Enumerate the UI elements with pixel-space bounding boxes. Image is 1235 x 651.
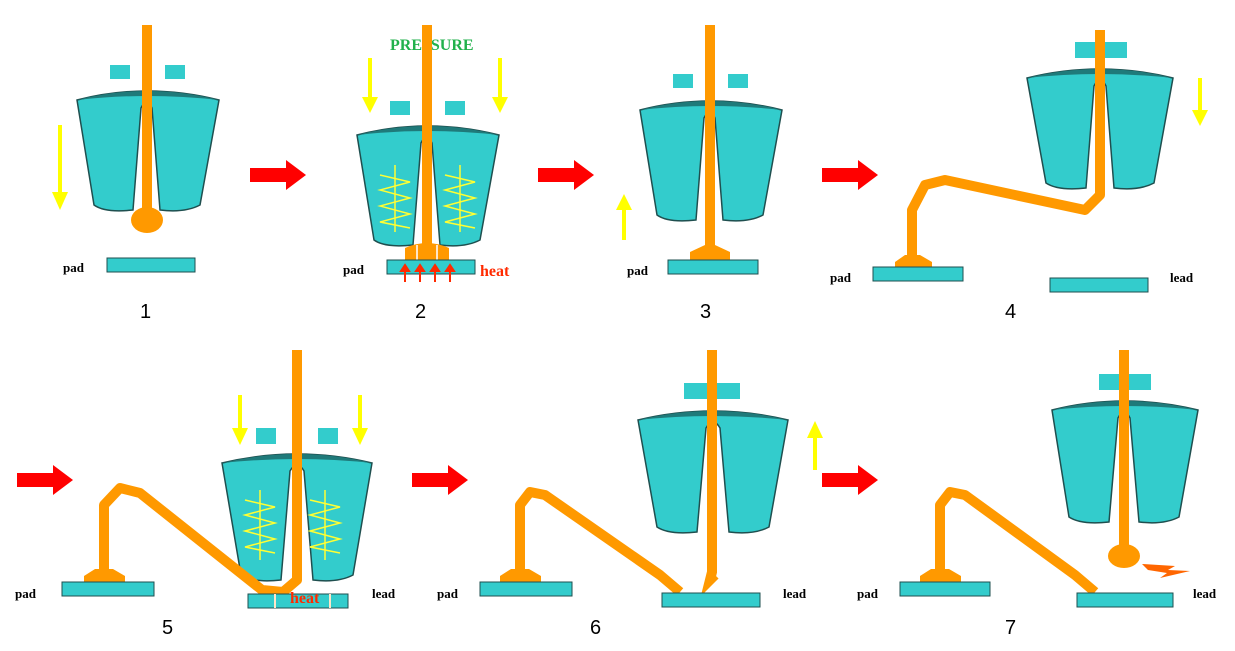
step-arrow-icon	[538, 160, 594, 190]
ball-bond	[500, 569, 541, 582]
pad	[667, 259, 759, 275]
bond-wire	[935, 487, 1099, 596]
lead	[1076, 592, 1174, 608]
free-air-ball	[131, 207, 163, 233]
pad-label: pad	[15, 586, 37, 601]
step-arrow-icon	[822, 160, 878, 190]
step-1: pad 1	[52, 25, 220, 323]
lead-label: lead	[372, 586, 396, 601]
bond-wire	[1119, 350, 1129, 550]
pad-label: pad	[857, 586, 879, 601]
arrow-up-icon	[807, 421, 823, 470]
pad-label: pad	[627, 263, 649, 278]
ball-bond	[920, 569, 961, 582]
squashed-ball	[405, 243, 449, 260]
pad	[872, 266, 964, 282]
pad	[479, 581, 573, 597]
pad	[899, 581, 991, 597]
step-arrow-icon	[17, 465, 73, 495]
wire-clamp-left	[390, 101, 410, 115]
bond-wire	[705, 25, 715, 245]
arrow-down-icon	[232, 395, 248, 445]
arrow-down-icon	[1192, 78, 1208, 126]
heat-label: heat	[480, 263, 510, 280]
lead	[1049, 277, 1149, 293]
lead	[247, 593, 349, 609]
pad-label: pad	[830, 270, 852, 285]
ultrasonic-vibration-icon	[377, 165, 478, 232]
heat-label: heat	[290, 590, 320, 607]
lead	[661, 592, 761, 608]
step-number: 3	[700, 301, 711, 323]
ball-bond	[84, 569, 125, 582]
ball-bond	[690, 245, 730, 260]
heat-arrows-icon	[399, 263, 456, 282]
lead-label: lead	[1193, 586, 1217, 601]
arrow-up-icon	[616, 194, 632, 240]
arrow-down-icon	[352, 395, 368, 445]
wire-clamp-left	[110, 65, 130, 79]
step-3: pad 3	[616, 25, 783, 323]
bond-wire	[515, 487, 684, 596]
step-7: pad lead 7	[857, 350, 1217, 639]
wire-clamp-right	[165, 65, 185, 79]
wire-clamp-left	[256, 428, 276, 444]
step-arrow-icon	[412, 465, 468, 495]
lead-label: lead	[783, 586, 807, 601]
wire-clamp-right	[318, 428, 338, 444]
pad-label: pad	[343, 262, 365, 277]
pad	[61, 581, 155, 597]
arrow-down-icon	[362, 58, 378, 113]
step-number: 4	[1005, 301, 1016, 323]
pad	[106, 257, 196, 273]
step-2: PRESSURE	[343, 25, 510, 323]
step-number: 7	[1005, 617, 1016, 639]
step-5: heat pad lead 5	[15, 350, 396, 639]
step-number: 2	[415, 301, 426, 323]
pad-label: pad	[437, 586, 459, 601]
step-number: 1	[140, 301, 151, 323]
arrow-down-icon	[52, 125, 68, 210]
step-number: 6	[590, 617, 601, 639]
pad-label: pad	[63, 260, 85, 275]
step-arrow-icon	[250, 160, 306, 190]
spark-icon	[1142, 564, 1190, 578]
bond-wire	[422, 25, 432, 255]
bond-wire	[142, 25, 152, 210]
step-number: 5	[162, 617, 173, 639]
lead-label: lead	[1170, 270, 1194, 285]
step-4: pad lead 4	[830, 30, 1208, 323]
step-6: pad lead 6	[437, 350, 823, 639]
ultrasonic-vibration-icon	[242, 490, 343, 560]
arrow-down-icon	[492, 58, 508, 113]
bond-wire	[99, 350, 302, 597]
wire-clamp-right	[445, 101, 465, 115]
wire-clamp-right	[728, 74, 748, 88]
step-arrow-icon	[822, 465, 878, 495]
bond-wire	[907, 30, 1105, 260]
free-air-ball	[1108, 544, 1140, 568]
wire-clamp-left	[673, 74, 693, 88]
bond-wire-tail	[700, 350, 719, 597]
ball-bond	[895, 255, 932, 268]
